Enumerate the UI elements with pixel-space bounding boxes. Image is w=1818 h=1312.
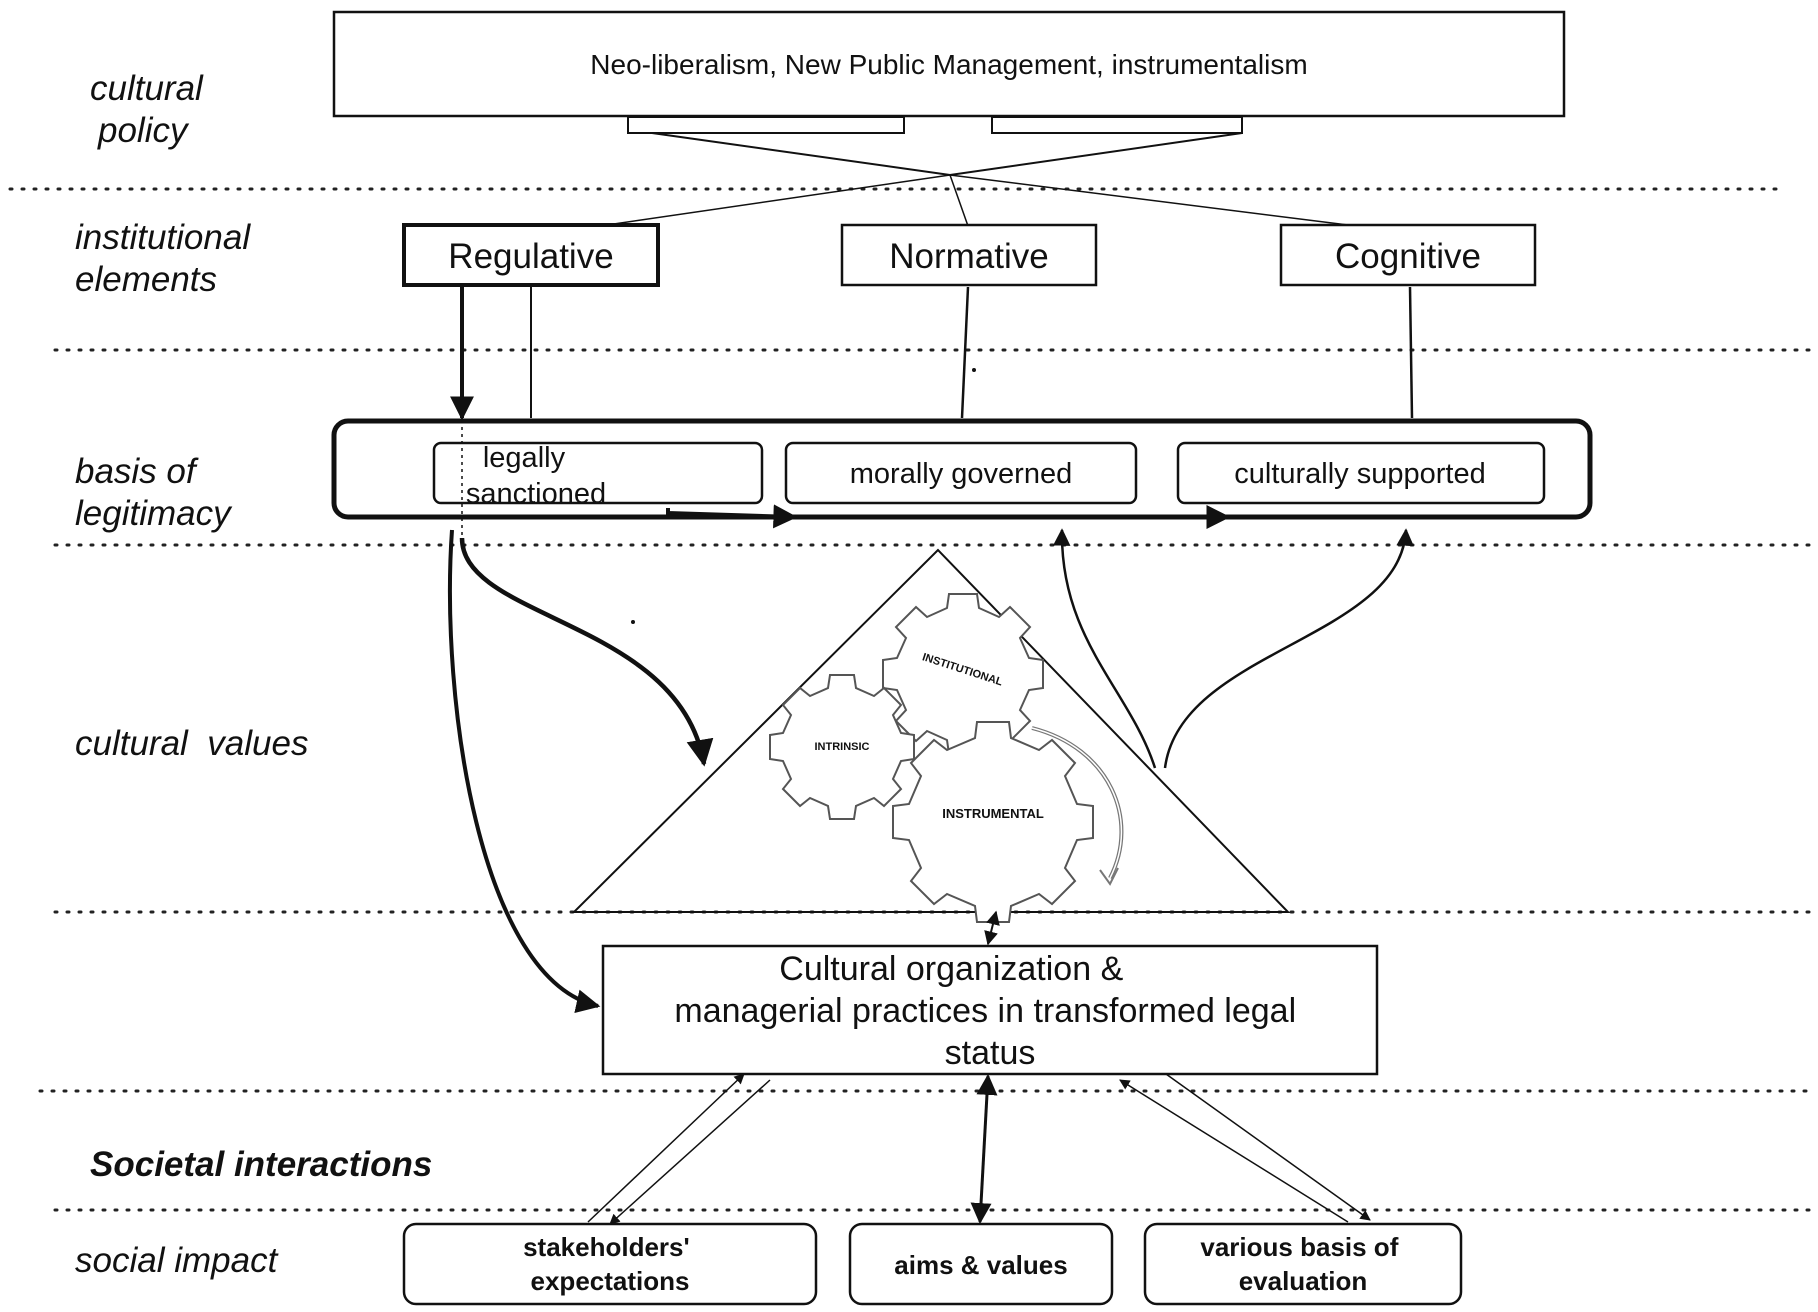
funnel-lines xyxy=(651,132,1243,177)
normative-line xyxy=(960,286,970,419)
label-cultural-values: cultural values xyxy=(75,724,308,763)
organization-group: Cultural organization & managerial pract… xyxy=(601,944,1379,1076)
stakeholders-text: stakeholders' expectations xyxy=(523,1232,697,1296)
funnel-tab-left xyxy=(627,116,905,134)
gear-intrinsic: INTRINSIC xyxy=(769,674,915,820)
label-basis-of-legitimacy: basis of legitimacy xyxy=(75,452,233,533)
arrow-to-morally xyxy=(1052,528,1157,769)
morally-box xyxy=(784,441,1138,505)
cognitive-text: Cognitive xyxy=(1335,237,1481,276)
funnel-tab-right xyxy=(991,116,1243,134)
arrow-aims xyxy=(970,1073,998,1225)
policy-box xyxy=(332,10,1566,118)
policy-text: Neo-liberalism, New Public Management, i… xyxy=(590,49,1307,80)
row-separators xyxy=(8,187,1817,1212)
culturally-box xyxy=(1176,441,1546,505)
institutional-elements: Regulative Normative Cognitive xyxy=(402,223,1537,287)
arrow-evaluation-down xyxy=(1165,1073,1371,1221)
evaluation-text: various basis of evaluation xyxy=(1200,1232,1405,1296)
arrow-stakeholders-down xyxy=(609,1079,771,1225)
institutional-to-legitimacy xyxy=(450,286,1414,421)
arrow-to-culturally xyxy=(1163,528,1414,769)
cognitive-line xyxy=(1408,286,1414,419)
values-triangle xyxy=(571,548,1291,913)
stakeholders-box xyxy=(402,1222,818,1306)
societal-arrows xyxy=(587,1073,1371,1225)
arrow-evaluation-up xyxy=(1119,1079,1349,1223)
arrow-triangle-organization xyxy=(984,910,1000,946)
rotation-arrow-inner xyxy=(1031,727,1123,879)
organization-text: Cultural organization & managerial pract… xyxy=(674,950,1305,1072)
gear-intrinsic-shape xyxy=(769,674,915,820)
gear-intrinsic-label: INTRINSIC xyxy=(815,741,870,753)
normative-box xyxy=(840,223,1098,287)
organization-box xyxy=(601,944,1379,1076)
aims-box xyxy=(848,1222,1114,1306)
fan-to-cognitive xyxy=(949,174,1357,227)
gear-instrumental: INSTRUMENTAL xyxy=(892,721,1094,923)
policy-group: Neo-liberalism, New Public Management, i… xyxy=(332,10,1566,177)
culturally-text: culturally supported xyxy=(1234,458,1485,490)
gear-instrumental-shape xyxy=(892,721,1094,923)
cultural-values-group: INSTITUTIONAL INTRINSIC INSTRUMENTAL xyxy=(447,528,1414,1014)
aims-text: aims & values xyxy=(894,1250,1067,1280)
label-institutional-elements: institutional elements xyxy=(75,218,260,299)
row-labels: cultural policy institutional elements b… xyxy=(75,69,432,1280)
gear-institutional: INSTITUTIONAL xyxy=(882,593,1044,755)
legally-text: legally sanctioned xyxy=(466,442,606,510)
arrow-stakeholders-up xyxy=(587,1073,745,1223)
cognitive-box xyxy=(1279,223,1537,287)
social-impact-group: stakeholders' expectations aims & values… xyxy=(402,1222,1463,1306)
fan-to-normative xyxy=(949,174,969,227)
fan-connectors xyxy=(599,174,1357,227)
regulative-text: Regulative xyxy=(448,237,613,276)
legally-box xyxy=(432,441,764,505)
evaluation-box xyxy=(1143,1222,1463,1306)
stray-dot-2 xyxy=(631,620,635,624)
gear-instrumental-label: INSTRUMENTAL xyxy=(942,806,1044,821)
label-cultural-policy: cultural policy xyxy=(90,69,213,150)
legitimacy-group: legally sanctioned morally governed cult… xyxy=(331,418,1593,540)
regulative-box xyxy=(402,223,660,287)
arrow-legally-to-triangle xyxy=(459,537,714,767)
fan-to-regulative xyxy=(599,174,951,227)
morally-text: morally governed xyxy=(850,458,1072,490)
label-social-impact: social impact xyxy=(75,1241,279,1280)
arrow-legally-to-organization xyxy=(447,529,601,1014)
stray-dot-1 xyxy=(972,368,976,372)
rotation-arrowhead-icon xyxy=(1099,867,1119,886)
legitimacy-flow-arrow xyxy=(666,504,798,529)
normative-text: Normative xyxy=(889,237,1048,276)
label-societal-interactions: Societal interactions xyxy=(90,1145,432,1184)
